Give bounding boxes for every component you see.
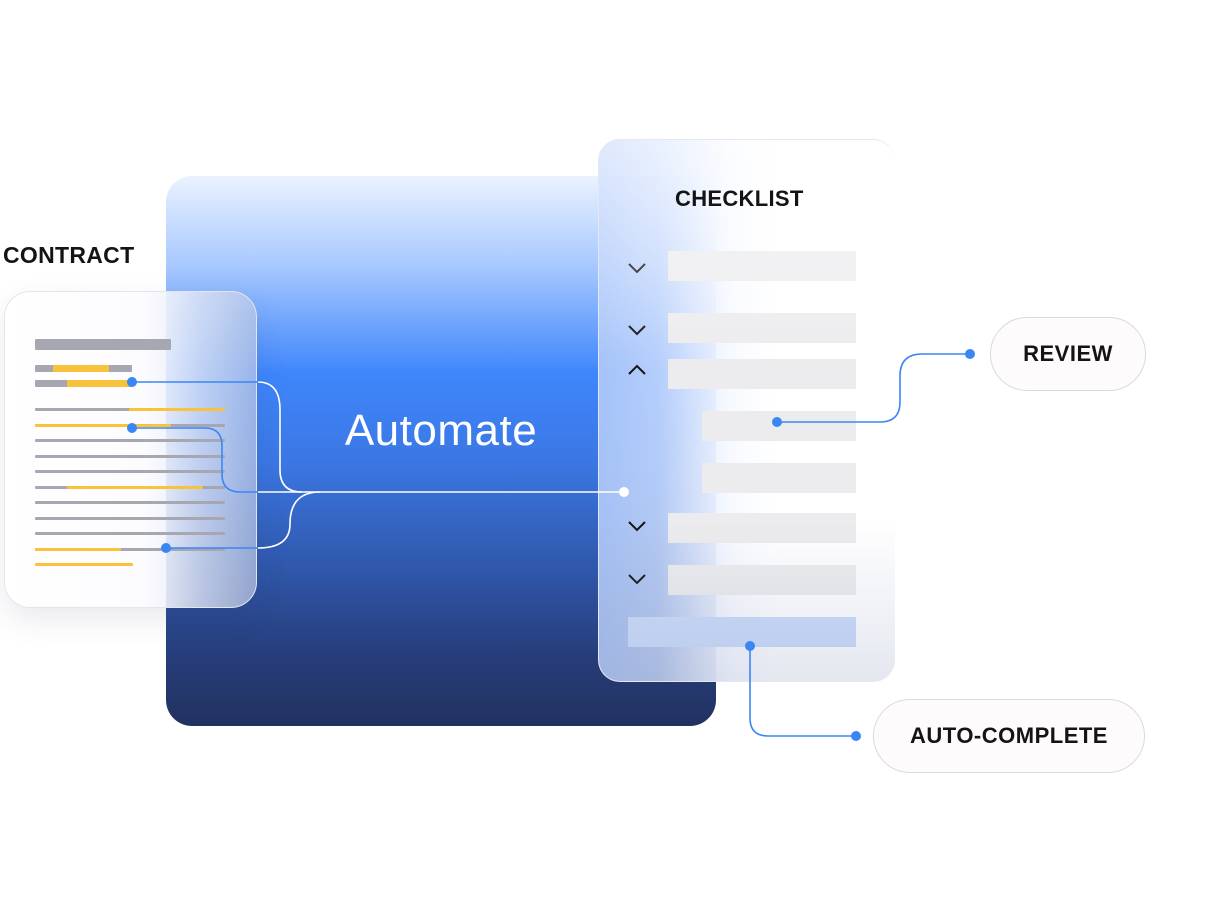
checklist-row (668, 565, 856, 595)
contract-line (35, 532, 225, 535)
contract-line (35, 455, 225, 458)
connector-node-center (619, 487, 629, 497)
auto-complete-pill: AUTO-COMPLETE (873, 699, 1145, 773)
contract-line (35, 501, 225, 504)
connector-autocomplete (749, 646, 856, 737)
connector-node (161, 543, 171, 553)
checklist-label: CHECKLIST (675, 186, 804, 211)
checklist-row (668, 359, 856, 389)
chevron-up-icon (628, 364, 646, 375)
contract-highlight (67, 486, 203, 489)
connector-node (127, 377, 137, 387)
review-pill: REVIEW (990, 317, 1146, 391)
review-label: REVIEW (1023, 341, 1113, 366)
auto-complete-label: AUTO-COMPLETE (910, 723, 1108, 748)
connector-review (777, 353, 970, 423)
checklist-row (668, 251, 856, 281)
contract-highlight (35, 424, 171, 427)
chevron-down-icon (628, 574, 646, 585)
connector-node (965, 349, 975, 359)
connector-node (127, 423, 137, 433)
contract-highlight (67, 380, 129, 387)
connector-node (772, 417, 782, 427)
contract-line (35, 470, 225, 473)
checklist-row (668, 313, 856, 343)
contract-line (35, 517, 225, 520)
automate-title: Automate (344, 406, 538, 455)
connector-white-upper (257, 381, 303, 493)
checklist-row (668, 513, 856, 543)
contract-heading-line (35, 339, 171, 350)
connector-white-lower (257, 491, 321, 549)
chevron-down-icon (628, 521, 646, 532)
contract-highlight (35, 563, 133, 566)
contract-label: CONTRACT (3, 242, 135, 268)
contract-line (35, 548, 225, 551)
chevron-down-icon (628, 263, 646, 274)
automate-title-wrapper: Automate (166, 406, 716, 456)
connector-node (745, 641, 755, 651)
contract-highlight (53, 365, 109, 372)
contract-document (4, 291, 257, 608)
contract-highlight (129, 408, 225, 411)
contract-line (35, 439, 225, 442)
checklist-row-autocomplete (628, 617, 856, 647)
contract-highlight (35, 548, 121, 551)
connector-blue-mid (132, 427, 258, 493)
connector-node (851, 731, 861, 741)
checklist-panel (598, 139, 895, 682)
chevron-down-icon (628, 325, 646, 336)
checklist-subrow (702, 463, 856, 493)
